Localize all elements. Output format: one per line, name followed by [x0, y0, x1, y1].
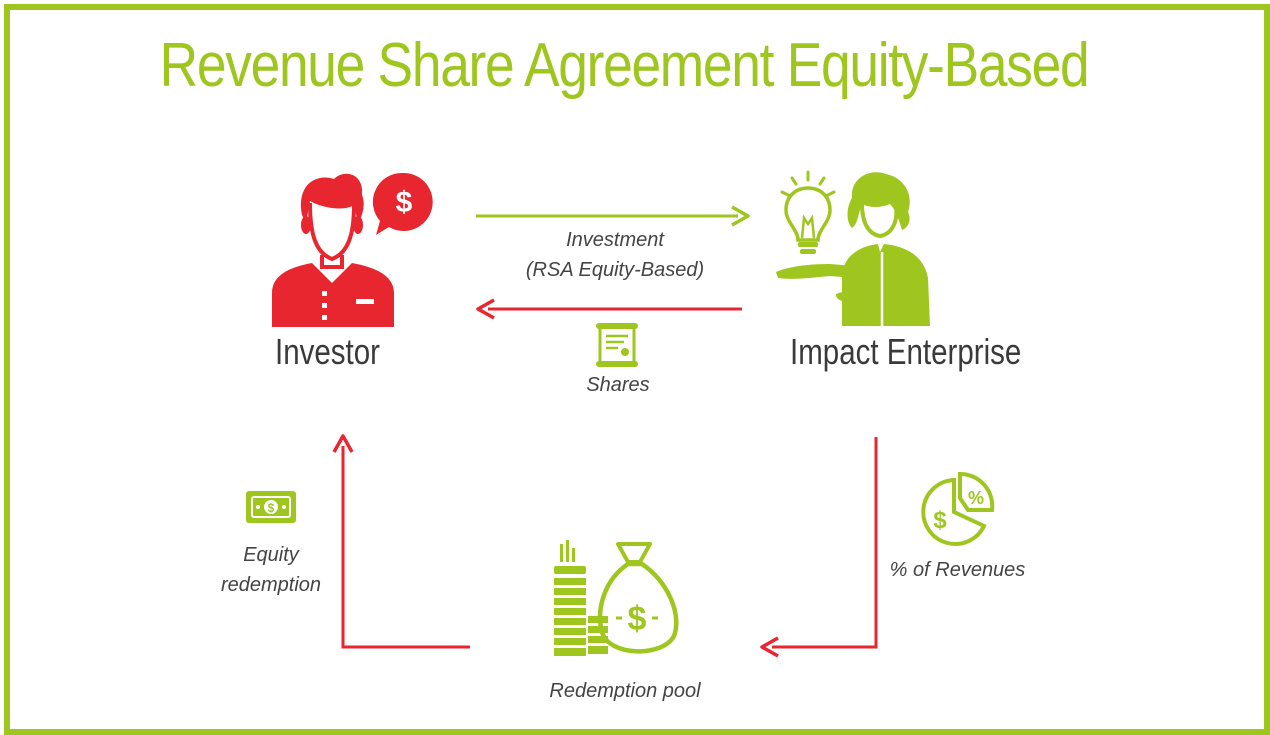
svg-text:$: $	[268, 501, 275, 515]
certificate-scroll-icon	[596, 323, 638, 367]
redemption-arrow	[332, 434, 470, 649]
investor-label: Investor	[275, 331, 381, 372]
investor-icon: $	[272, 172, 433, 327]
svg-text:%: %	[968, 488, 984, 508]
shares-arrow	[476, 298, 742, 320]
investment-label: Investment (RSA Equity-Based)	[490, 225, 740, 285]
money-bag-coins-icon: $	[554, 540, 679, 656]
revenues-arrow	[760, 437, 878, 658]
redemption-label-line1: Equity	[243, 544, 299, 566]
pie-chart-percent-icon: $ %	[921, 471, 995, 546]
shares-label: Shares	[586, 374, 650, 396]
redemption-label: Equity redemption	[196, 540, 346, 600]
pool-label: Redemption pool	[549, 680, 701, 702]
svg-text:$: $	[628, 600, 647, 638]
revenues-label: % of Revenues	[889, 559, 1026, 581]
investment-label-line2: (RSA Equity-Based)	[525, 259, 705, 281]
svg-text:$: $	[933, 507, 947, 534]
investment-arrow	[476, 205, 750, 227]
redemption-label-line2: redemption	[220, 574, 322, 596]
investment-label-line1: Investment	[566, 229, 664, 251]
banknote-icon: $	[246, 491, 296, 523]
diagram-frame	[4, 4, 1270, 735]
svg-text:$: $	[396, 186, 413, 219]
businesswoman-idea-icon	[776, 170, 930, 326]
enterprise-label: Impact Enterprise	[790, 331, 1022, 372]
diagram-title: Revenue Share Agreement Equity-Based	[159, 31, 1090, 100]
